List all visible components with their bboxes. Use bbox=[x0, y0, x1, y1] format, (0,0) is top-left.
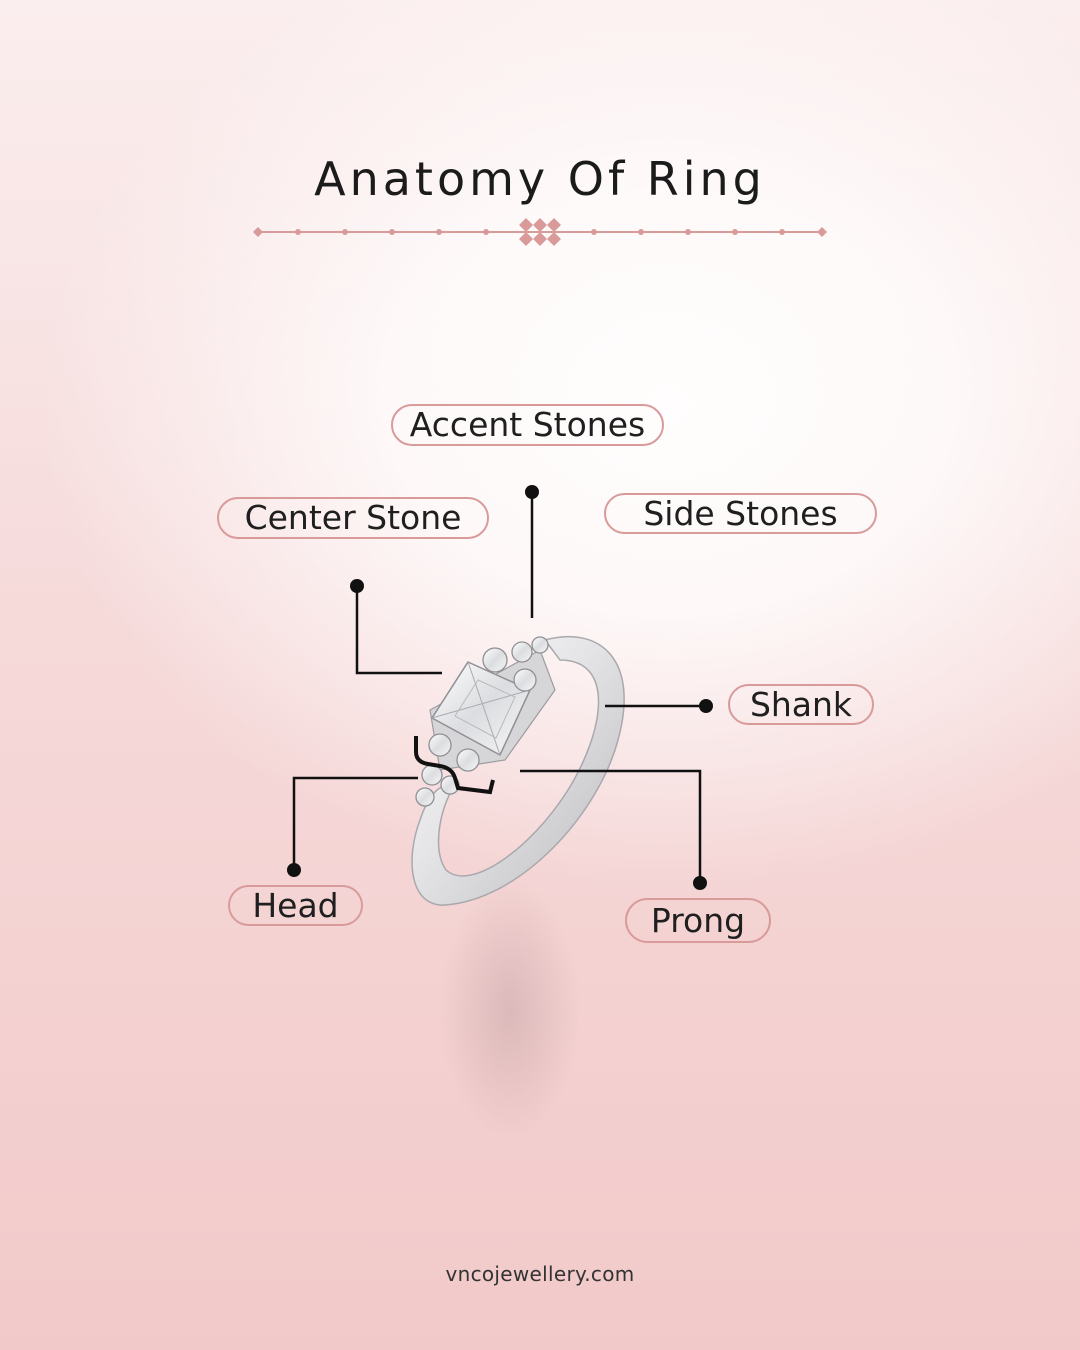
label-prong: Prong bbox=[625, 898, 771, 943]
page-title: Anatomy Of Ring bbox=[314, 152, 766, 206]
label-center-stone: Center Stone bbox=[217, 497, 489, 539]
center-stone-callout-dot bbox=[350, 579, 364, 593]
head-callout-line bbox=[292, 776, 418, 870]
prong-callout-dot bbox=[693, 876, 707, 890]
prong-callout-line bbox=[520, 769, 702, 883]
accent-stones-callout-dot bbox=[525, 485, 539, 499]
ornamental-divider bbox=[253, 218, 827, 246]
label-shank: Shank bbox=[728, 684, 874, 725]
website-url[interactable]: vncojewellery.com bbox=[445, 1262, 635, 1286]
shank-callout-dot bbox=[699, 699, 713, 713]
side-stones bbox=[415, 733, 480, 807]
accent-stones bbox=[482, 636, 549, 692]
center-stone-callout-line bbox=[355, 586, 442, 675]
ring-shadow bbox=[440, 880, 580, 1140]
label-accent-stones: Accent Stones bbox=[391, 404, 664, 446]
label-side-stones: Side Stones bbox=[604, 493, 877, 534]
center-stone bbox=[430, 661, 531, 757]
head-callout-dot bbox=[287, 863, 301, 877]
label-head: Head bbox=[228, 885, 363, 926]
head-bracket bbox=[414, 736, 495, 795]
